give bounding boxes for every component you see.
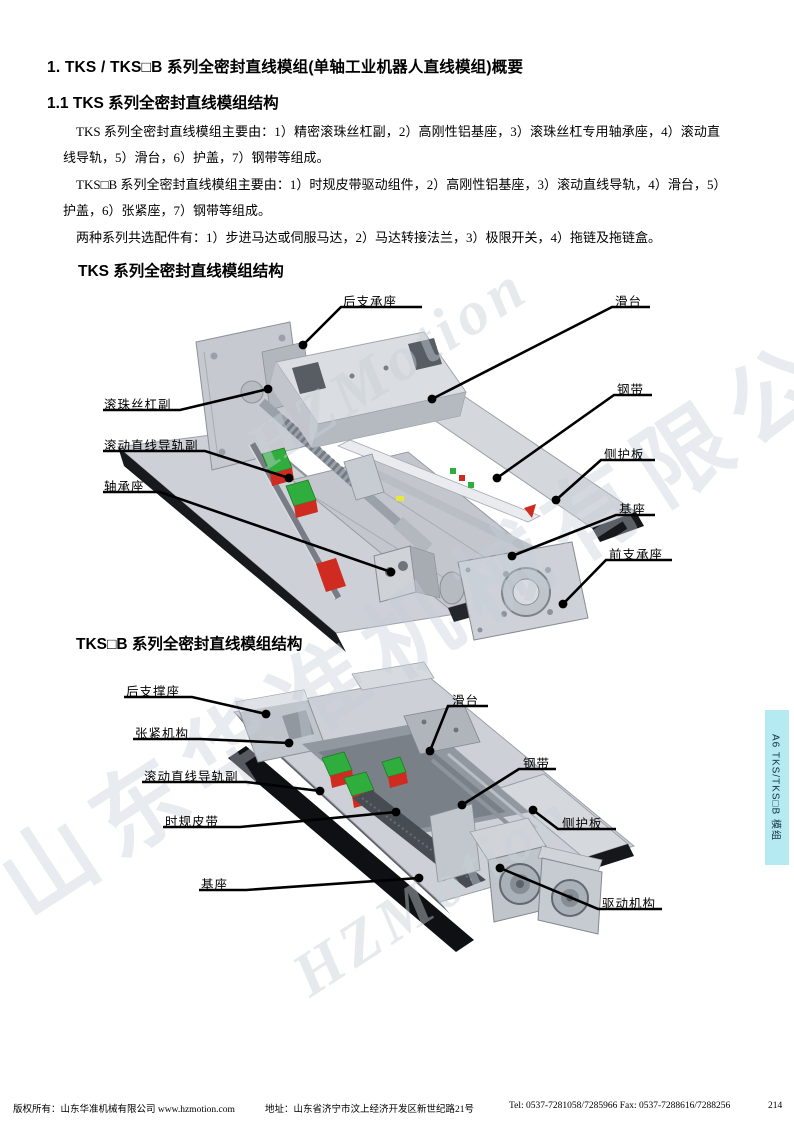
diagram1-leader-lines: [103, 305, 672, 605]
steel-belt: [337, 439, 541, 523]
tks-module-illustration: [116, 321, 644, 652]
d1-label-linear-guide: 滚动直线导轨副: [104, 439, 199, 453]
d2-label-rear-support-seat: 后支撑座: [126, 685, 181, 699]
paragraph-options: 两种系列共选配件有：1）步进马达或伺服马达，2）马达转接法兰，3）极限开关，4）…: [76, 230, 662, 245]
diagram2-leader-dots: [261, 709, 538, 883]
slide-table: [270, 331, 467, 449]
d1-label-ballscrew: 滚珠丝杠副: [104, 398, 172, 412]
secondary-rail: [368, 470, 538, 553]
drive-mechanism: [469, 817, 603, 935]
paragraph-tksb: TKS□B 系列全密封直线模组主要由：1）时规皮带驱动组件，2）高刚性铝基座，3…: [63, 177, 720, 218]
footer-page-number: 214: [768, 1101, 783, 1111]
tksb-module-illustration: [228, 661, 636, 952]
ballscrew: [259, 398, 433, 555]
footer-telephone: Tel: 0537-7281058/7285966 Fax: 0537-7288…: [509, 1101, 731, 1111]
d2-label-base: 基座: [201, 878, 229, 892]
d1-label-bearing-seat: 轴承座: [104, 480, 145, 494]
slide-plate: [403, 704, 481, 755]
paragraph-tks: TKS 系列全密封直线模组主要由：1）精密滚珠丝杠副，2）高刚性铝基座，3）滚珠…: [63, 124, 720, 165]
d1-label-front-support-seat: 前支承座: [609, 548, 664, 562]
diagram2-leader-lines: [124, 695, 662, 911]
diagram2-title: TKS□B 系列全密封直线模组结构: [76, 636, 303, 653]
page-title: 1. TKS / TKS□B 系列全密封直线模组(单轴工业机器人直线模组)概要: [47, 59, 524, 76]
d1-label-steel-belt: 钢带: [617, 383, 645, 397]
d1-label-rear-support-seat: 后支承座: [343, 295, 398, 309]
d2-label-linear-guide: 滚动直线导轨副: [144, 770, 239, 784]
d1-label-side-guard: 侧护板: [604, 448, 645, 462]
footer-copyright: 版权所有：山东华准机械有限公司 www.hzmotion.com: [13, 1105, 235, 1115]
top-tab: [351, 661, 435, 691]
section-index-tab: A6 TKS/TKS□B 模组: [765, 710, 789, 865]
section-index-tab-label: A6 TKS/TKS□B 模组: [769, 734, 781, 841]
front-support-plate: [439, 541, 589, 641]
d2-label-drive-mechanism: 驱动机构: [602, 897, 657, 911]
d2-label-slide-table: 滑台: [452, 694, 480, 708]
d2-label-tension-mechanism: 张紧机构: [135, 727, 190, 741]
cross-bracket: [429, 803, 481, 883]
d1-label-slide-table: 滑台: [615, 295, 643, 309]
diagram1-leader-dots: [263, 340, 568, 609]
shadow-band: [228, 746, 474, 952]
section-title: 1.1 TKS 系列全密封直线模组结构: [47, 95, 279, 112]
d1-label-base: 基座: [619, 503, 647, 517]
footer-address: 地址：山东省济宁市汶上经济开发区新世纪路21号: [265, 1105, 475, 1115]
d2-label-side-guard: 侧护板: [562, 817, 603, 831]
diagram1-title: TKS 系列全密封直线模组结构: [78, 263, 284, 280]
d2-label-steel-belt: 钢带: [523, 757, 551, 771]
d2-label-timing-belt: 时规皮带: [165, 815, 220, 829]
